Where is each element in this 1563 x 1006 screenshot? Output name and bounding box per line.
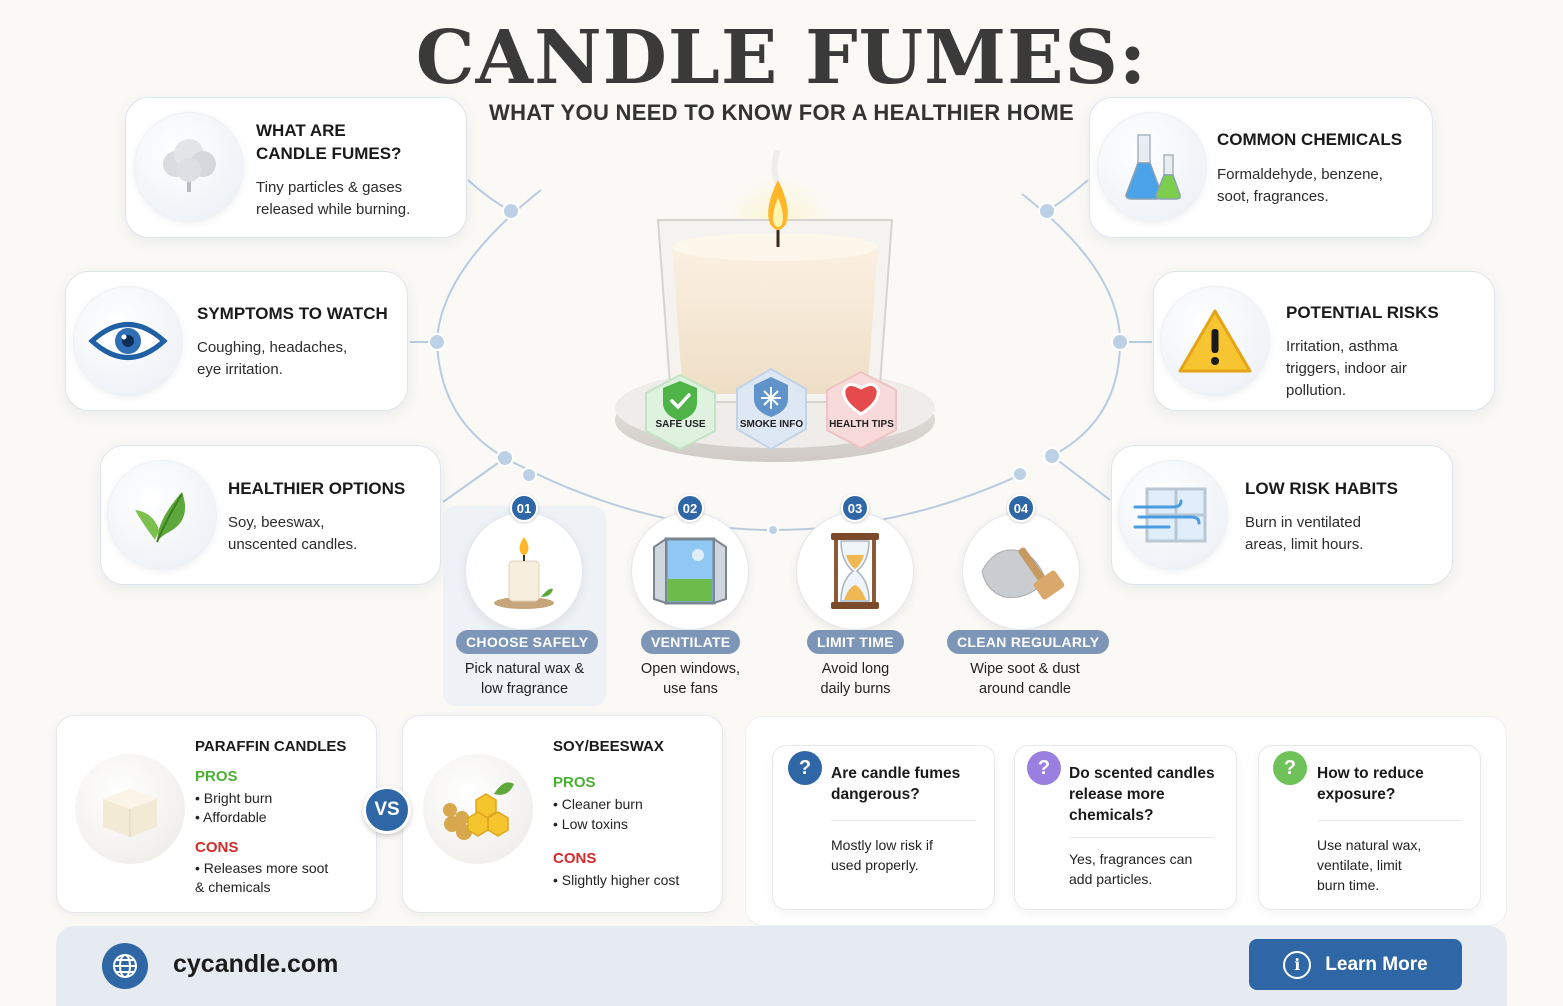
- compare-paraffin: PARAFFIN CANDLES PROS • Bright burn • Af…: [56, 715, 377, 913]
- wax-block-icon: [75, 754, 185, 864]
- pros-label: PROS: [553, 774, 596, 791]
- badge-health-tips: HEALTH TIPS: [824, 370, 899, 450]
- step-label: VENTILATE: [641, 630, 741, 654]
- step-label: CHOOSE SAFELY: [456, 630, 599, 654]
- step-ventilate: 02 VENTILATE Open windows,use fans: [609, 494, 772, 704]
- step-number: 03: [841, 494, 869, 522]
- warning-icon: [1160, 286, 1270, 396]
- card-common-chemicals: COMMON CHEMICALS Formaldehyde, benzene,s…: [1089, 97, 1433, 238]
- faq-divider: [1317, 820, 1462, 821]
- compare-soy-beeswax: SOY/BEESWAX PROS • Cleaner burn • Low to…: [402, 715, 723, 913]
- card-healthier-options: HEALTHIER OPTIONS Soy, beeswax,unscented…: [100, 445, 441, 585]
- hourglass-icon: [796, 512, 914, 630]
- eye-icon: [73, 286, 183, 396]
- learn-more-button[interactable]: i Learn More: [1249, 939, 1462, 990]
- leaf-icon: [107, 460, 217, 570]
- badge-label: HEALTH TIPS: [829, 419, 894, 430]
- website-link[interactable]: cycandle.com: [173, 950, 339, 978]
- soy-honey-icon: [423, 754, 533, 864]
- cons-item: & chemicals: [195, 879, 271, 895]
- flask-icon: [1097, 112, 1207, 222]
- window-wind-icon: [1118, 460, 1228, 570]
- step-choose-safely: 01 CHOOSE SAFELY Pick natural wax &low f…: [443, 494, 606, 704]
- cons-item: • Releases more soot: [195, 860, 329, 876]
- step-number: 02: [676, 494, 704, 522]
- candle-icon: [465, 512, 583, 630]
- cloth-brush-icon: [962, 512, 1080, 630]
- badge-safe-use: SAFE USE: [643, 373, 718, 451]
- pros-item: • Bright burn: [195, 790, 273, 806]
- badge-smoke-info: SMOKE INFO: [734, 367, 809, 451]
- faq-divider: [831, 820, 976, 821]
- open-window-icon: [631, 512, 749, 630]
- compare-title: PARAFFIN CANDLES: [195, 738, 347, 755]
- vs-badge: VS: [363, 786, 411, 834]
- question-icon: ?: [1273, 751, 1307, 785]
- compare-title: SOY/BEESWAX: [553, 738, 664, 755]
- card-symptoms: SYMPTOMS TO WATCH Coughing, headaches,ey…: [65, 271, 408, 411]
- card-title: LOW RISK HABITS: [1245, 479, 1398, 498]
- pros-item: • Low toxins: [553, 816, 628, 832]
- cons-label: CONS: [553, 850, 597, 867]
- card-title: SYMPTOMS TO WATCH: [197, 304, 388, 323]
- question-icon: ?: [788, 751, 822, 785]
- question-icon: ?: [1027, 751, 1061, 785]
- card-desc: Soy, beeswax,unscented candles.: [228, 514, 358, 553]
- faq-divider: [1069, 837, 1214, 838]
- cons-label: CONS: [195, 839, 239, 856]
- card-title: COMMON CHEMICALS: [1217, 130, 1403, 149]
- pros-label: PROS: [195, 768, 238, 785]
- page-subtitle: WHAT YOU NEED TO KNOW FOR A HEALTHIER HO…: [489, 100, 1074, 125]
- step-label: LIMIT TIME: [807, 630, 904, 654]
- cloud-tree-icon: [134, 112, 244, 222]
- footer-bar: cycandle.com i Learn More: [56, 926, 1507, 1006]
- badge-label: SMOKE INFO: [739, 419, 804, 430]
- step-number: 04: [1007, 494, 1035, 522]
- badge-label: SAFE USE: [655, 419, 706, 430]
- step-label: CLEAN REGULARLY: [947, 630, 1110, 654]
- globe-icon: [102, 943, 148, 989]
- card-desc: Formaldehyde, benzene,soot, fragrances.: [1217, 166, 1383, 205]
- step-desc: Pick natural wax &low fragrance: [464, 661, 585, 697]
- cons-item: • Slightly higher cost: [553, 872, 680, 888]
- info-icon: i: [1283, 950, 1312, 979]
- card-title: HEALTHIER OPTIONS: [228, 479, 406, 498]
- step-number: 01: [510, 494, 538, 522]
- pros-item: • Affordable: [195, 809, 267, 825]
- button-label: Learn More: [1325, 953, 1428, 975]
- page-title: CANDLE FUMES:: [415, 15, 1148, 101]
- pros-item: • Cleaner burn: [553, 796, 643, 812]
- card-desc: Coughing, headaches,eye irritation.: [197, 339, 348, 378]
- card-title: POTENTIAL RISKS: [1286, 303, 1439, 322]
- step-desc: Open windows,use fans: [640, 661, 741, 697]
